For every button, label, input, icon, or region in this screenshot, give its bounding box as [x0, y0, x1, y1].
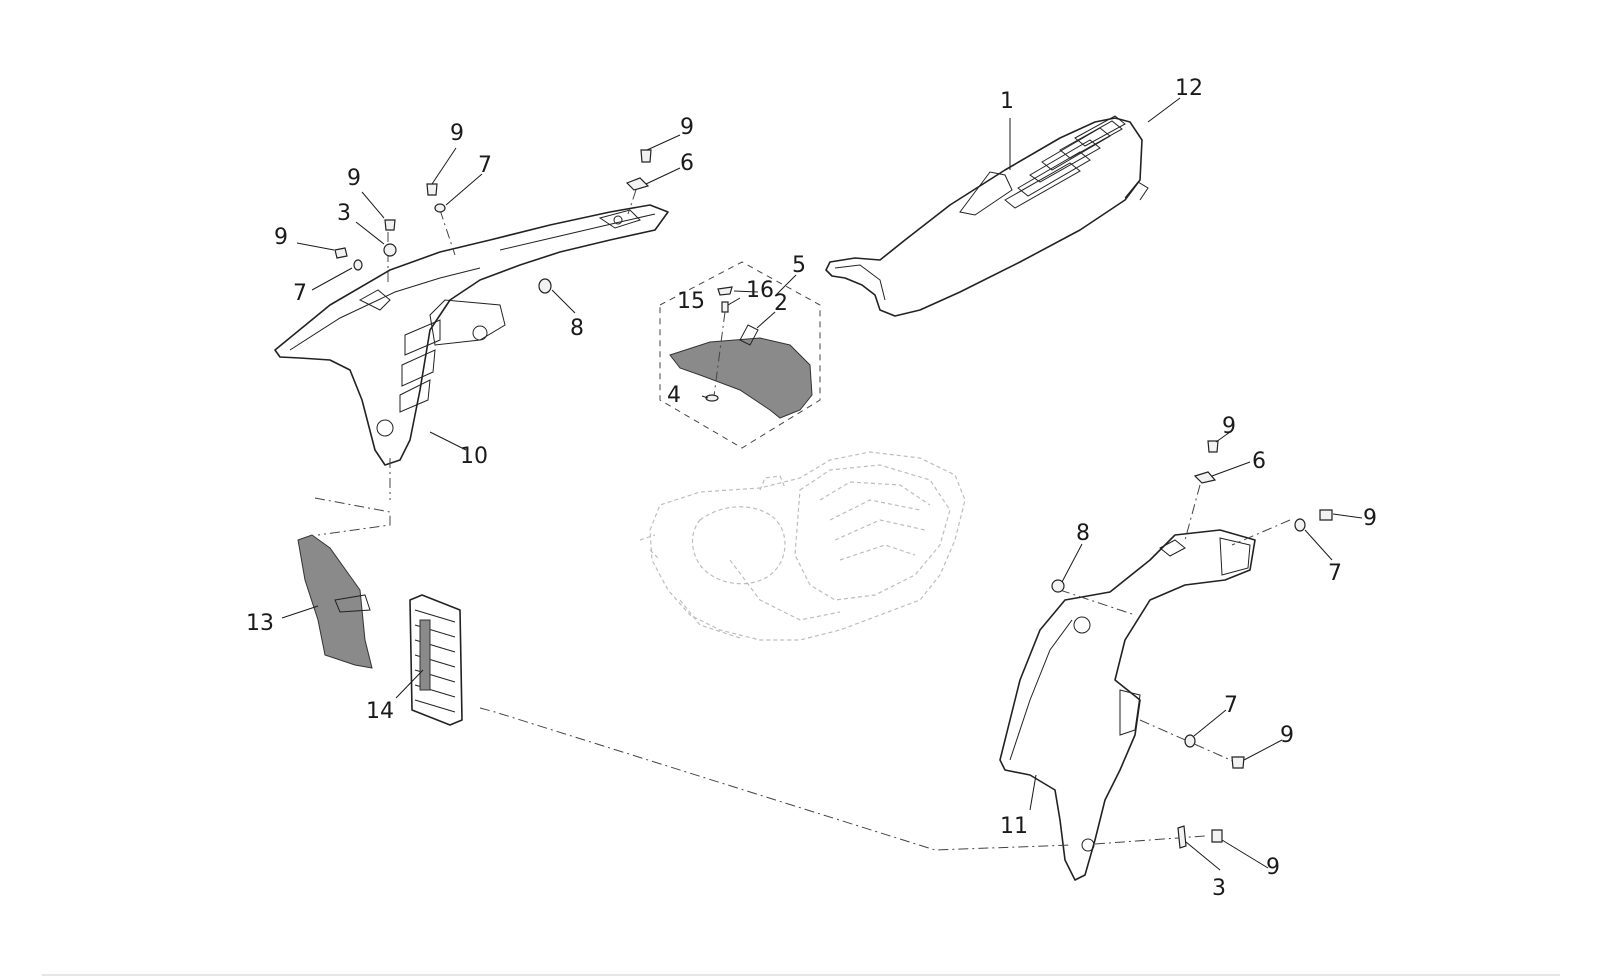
grille-14 [409, 594, 463, 726]
left-side-panel [274, 204, 669, 466]
callout-7: 7 [293, 281, 307, 306]
callout-4: 4 [667, 383, 681, 408]
callout-12: 12 [1175, 76, 1203, 101]
callout-9: 9 [680, 115, 694, 140]
callout-9: 9 [1280, 723, 1294, 748]
callout-11: 11 [1000, 814, 1028, 839]
callout-6: 6 [1252, 449, 1266, 474]
callout-3: 3 [337, 201, 351, 226]
callout-7: 7 [1224, 693, 1238, 718]
callout-7: 7 [478, 153, 492, 178]
callout-9: 9 [347, 166, 361, 191]
callout-9: 9 [274, 225, 288, 250]
seat-patch [959, 171, 1013, 216]
callout-1: 1 [1000, 89, 1014, 114]
callout-15: 15 [677, 289, 705, 314]
callout-8: 8 [1076, 521, 1090, 546]
callout-labels: 1 12 9 7 9 3 9 7 9 6 8 10 5 16 15 2 4 13… [246, 76, 1377, 901]
right-side-panel [999, 529, 1256, 881]
callout-8: 8 [570, 316, 584, 341]
callout-7: 7 [1328, 561, 1342, 586]
callout-9: 9 [450, 121, 464, 146]
inner-shield-13 [297, 534, 373, 669]
callout-5: 5 [792, 253, 806, 278]
callout-16: 16 [746, 278, 774, 303]
callout-14: 14 [366, 699, 394, 724]
assembly-lines [314, 189, 1291, 851]
callout-9: 9 [1363, 506, 1377, 531]
callout-3: 3 [1212, 876, 1226, 901]
leader-lines [281, 97, 1363, 871]
screw-15 [721, 301, 729, 313]
bolt-16 [717, 286, 733, 296]
cover-assembly [659, 261, 821, 449]
callout-6: 6 [680, 151, 694, 176]
callout-9: 9 [1222, 414, 1236, 439]
fuel-tank-ghost [639, 451, 966, 641]
callout-10: 10 [460, 444, 488, 469]
seat-rib-pattern [1004, 115, 1126, 209]
callout-9: 9 [1266, 855, 1280, 880]
seat-assembly [825, 115, 1149, 317]
callout-2: 2 [774, 291, 788, 316]
fasteners [334, 149, 1333, 849]
callout-13: 13 [246, 611, 274, 636]
o-ring-4 [705, 394, 719, 402]
assembly-dashed-outline [659, 261, 821, 449]
